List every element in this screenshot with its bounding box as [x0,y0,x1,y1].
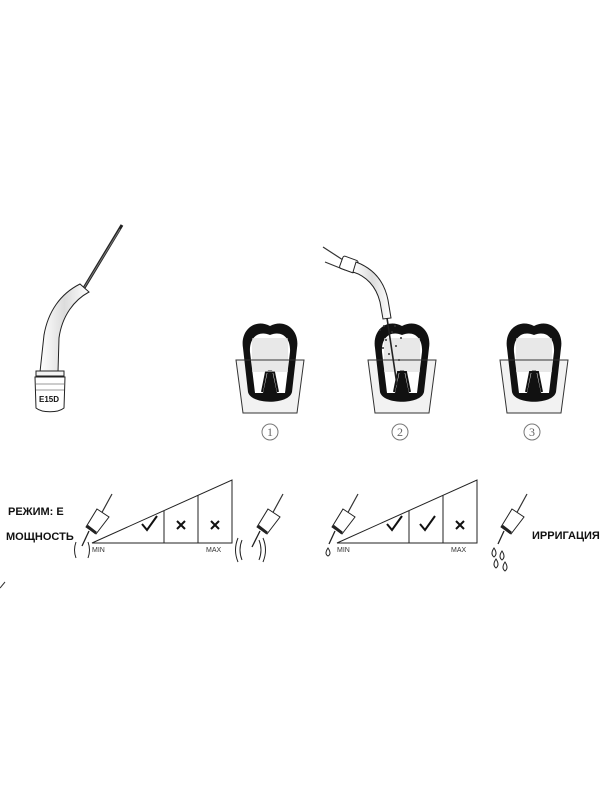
tooth-step-3 [499,323,569,414]
mode-label: РЕЖИМ: E [8,506,64,518]
handpiece-max-icon [235,493,284,563]
irrigation-max-label: MAX [451,547,467,554]
power-level-1-check-icon [141,515,158,532]
irrigation-scale: MIN MAX ИРРИГАЦИЯ [325,479,600,572]
power-min-label: MIN [92,547,105,554]
power-level-3-cross-icon [210,520,220,530]
power-label: МОЩНОСТЬ [6,531,74,543]
step-number-1: 1 [261,423,279,441]
irrigation-min-icon [325,493,359,557]
handpiece-min-icon [74,493,113,559]
step-number-2-text: 2 [397,425,403,439]
tooth-step-1 [235,323,305,414]
irrigation-level-3-cross-icon [455,520,465,530]
irrigation-label: ИРРИГАЦИЯ [532,530,600,542]
step-number-3-text: 3 [529,425,535,439]
power-level-2-cross-icon [176,520,186,530]
power-scale: РЕЖИМ: E МОЩНОСТЬ MIN MAX [6,479,284,563]
irrigation-min-label: MIN [337,547,350,554]
step-number-3: 3 [523,423,541,441]
edge-mark [0,581,6,589]
tip-model-label: E15D [39,395,59,404]
step-number-2: 2 [391,423,409,441]
irrigation-level-2-check-icon [419,515,436,532]
irrigation-max-icon [491,493,528,572]
tooth-step-2 [322,246,437,414]
tip-illustration: E15D [34,224,124,413]
step-number-1-text: 1 [267,425,273,439]
power-max-label: MAX [206,547,222,554]
irrigation-level-1-check-icon [386,515,403,532]
